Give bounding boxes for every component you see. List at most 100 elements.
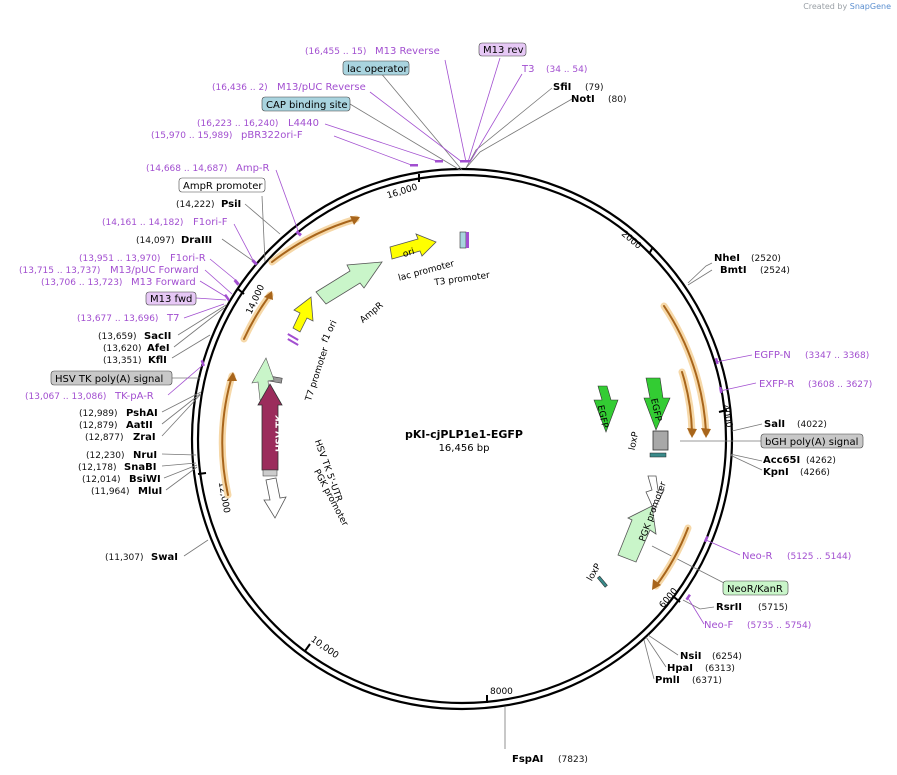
leader-t7 [183, 303, 225, 319]
feature-ampr [315, 261, 383, 305]
primer-m13-reverse-range: (16,455 .. 15) [305, 47, 366, 57]
tick-label-4000: 4000 [720, 404, 734, 429]
orf-hsv [221, 375, 233, 496]
leader-kfli [171, 334, 211, 359]
leader-nsii [647, 634, 679, 656]
primer-m13-forward-range: (13,706 .. 13,723) [41, 278, 122, 288]
marker-m13-reverse [460, 160, 470, 163]
primer-markers [200, 160, 723, 601]
enzyme-rsrii-pos: (5715) [758, 603, 788, 613]
enzyme-nsii: NsiI [680, 651, 701, 662]
leader-neor [651, 545, 727, 585]
leader-lac-operator [379, 71, 463, 171]
feature-hsv-tk [257, 383, 283, 471]
marker-exfp-r [719, 386, 723, 394]
feature-egfp-a-label: EGFP [595, 404, 610, 429]
primer-tk-pa-r: TK-pA-R [114, 391, 154, 402]
enzyme-kfli: KflI [148, 355, 167, 366]
leader-sfii [465, 87, 553, 169]
primer-pbr322: pBR322ori-F [241, 130, 303, 141]
primer-amp-r: Amp-R [236, 163, 270, 174]
primer-exfp-r-range: (3608 .. 3627) [808, 380, 872, 390]
backbone-inner [196, 173, 728, 705]
primer-t3-range: (34 .. 54) [546, 65, 587, 75]
enzyme-sali: SalI [764, 419, 785, 430]
enzyme-bmti: BmtI [720, 265, 747, 276]
feature-loxp-a-label: loxP [628, 430, 642, 451]
marker-neo-r [703, 535, 709, 543]
leader-nhei [687, 262, 713, 284]
leader-l4440 [324, 123, 441, 163]
primer-m13-forward: M13 Forward [131, 277, 196, 288]
leader-neo-f [687, 597, 705, 625]
enzyme-snabi: SnaBI [124, 462, 156, 473]
neor-kanr-label: NeoR/KanR [727, 584, 783, 595]
tick-4000 [718, 409, 728, 413]
leader-mlui [165, 466, 198, 491]
leader-egfp-n [715, 354, 753, 363]
enzyme-nrui: NruI [133, 450, 157, 461]
primer-t7-range: (13,677 .. 13,696) [77, 314, 158, 324]
orf-egfp-inner-head [687, 428, 697, 438]
cap-binding-box [261, 96, 351, 112]
enzyme-swai-pos: (11,307) [105, 553, 144, 563]
primer-m13-reverse: M13 Reverse [375, 46, 440, 57]
leader-sali [731, 423, 763, 432]
leader-psii [244, 203, 281, 235]
enzyme-draiii: DraIII [181, 235, 212, 246]
leader-bsiwi [163, 464, 198, 479]
primer-l4440-range: (16,223 .. 16,240) [197, 119, 278, 129]
tick-label-8000: 8000 [490, 687, 513, 697]
leader-afei [173, 307, 225, 348]
leader-ampr-promoter [261, 195, 266, 263]
enzyme-pmli-pos: (6371) [692, 676, 722, 686]
enzyme-sacii-pos: (13,659) [98, 332, 137, 342]
leader-nrui [161, 453, 197, 456]
enzyme-zrai-pos: (12,877) [85, 433, 124, 443]
orf-egfp-outer [663, 305, 707, 433]
enzyme-fspai: FspAI [512, 754, 543, 765]
primer-pbr322-range: (15,970 .. 15,989) [151, 131, 232, 141]
enzyme-sfii-pos: (79) [585, 83, 603, 93]
lac-operator-label: lac operator [347, 64, 408, 75]
enzyme-aatii: AatII [126, 420, 153, 431]
leader-sacii [177, 304, 227, 336]
primer-m13-rev: M13 rev [483, 45, 524, 56]
leader-pshai [161, 391, 202, 413]
enzyme-nhei-pos: (2520) [751, 254, 781, 264]
leader-m13-fwd [195, 297, 227, 301]
leader-t3 [469, 73, 523, 163]
leader-amp-r [275, 169, 301, 237]
feature-egfp-b [643, 377, 671, 431]
plasmid-size: 16,456 bp [439, 443, 490, 454]
enzyme-nhei: NheI [714, 253, 740, 264]
leader-m13puc-fwd [204, 269, 233, 295]
enzyme-swai: SwaI [151, 552, 178, 563]
leader-acc65i [729, 453, 763, 462]
ampr-promoter-box [178, 177, 266, 193]
enzyme-pmli: PmlI [655, 675, 680, 686]
orf-ampr-halo [268, 215, 360, 266]
enzyme-noti: NotI [571, 94, 595, 105]
cap-binding-label: CAP binding site [266, 100, 348, 111]
primer-exfp-r: EXFP-R [759, 379, 794, 390]
feature-pgk-left [263, 477, 287, 519]
enzyme-draiii-pos: (14,097) [136, 236, 175, 246]
leader-bmti [687, 269, 713, 286]
leader-cap [349, 103, 461, 171]
enzyme-sfii: SfiI [553, 82, 571, 93]
orf-neo-halo [652, 524, 692, 590]
enzyme-zrai: ZraI [133, 432, 156, 443]
enzyme-mlui: MluI [138, 486, 162, 497]
credit-brand: SnapGene [849, 2, 891, 11]
credit-prefix: Created by [803, 2, 848, 11]
enzyme-pshai-pos: (12,989) [79, 409, 118, 419]
enzyme-sacii: SacII [144, 331, 171, 342]
leader-rsrii [682, 599, 715, 610]
leader-tk-pa-r [167, 363, 205, 396]
enzyme-nrui-pos: (12,230) [86, 451, 125, 461]
orf-egfp-outer-head [701, 428, 711, 438]
primer-m13-fwd: M13 fwd [150, 294, 192, 305]
plasmid-name: pKI-cjPLP1e1-EGFP [405, 428, 523, 441]
